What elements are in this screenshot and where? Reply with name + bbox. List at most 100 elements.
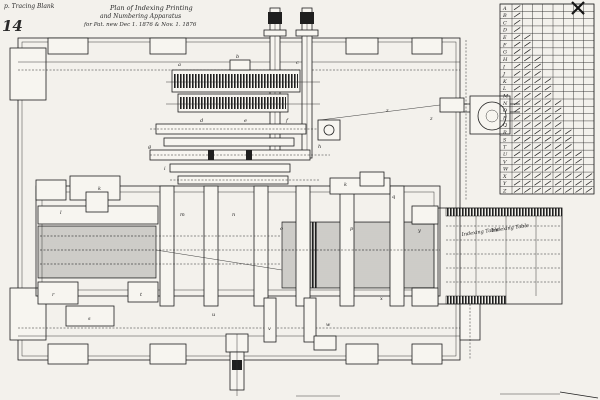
letter-table-mark [513, 85, 521, 91]
letter-table-mark [524, 49, 531, 54]
letter-table-mark [534, 144, 541, 149]
upper-gear-train [166, 59, 320, 113]
letter-table-row-label: Z [502, 189, 507, 195]
frame-lug-top-1 [47, 37, 89, 55]
letter-table-mark [544, 78, 552, 84]
letter-table-row-label: Q [503, 123, 507, 129]
frame-lug-top-3 [345, 37, 379, 55]
svg-text:l: l [60, 210, 62, 216]
letter-table-row-label: L [502, 86, 507, 92]
corner-note: p. Tracing Blank [4, 3, 55, 10]
indexing-table-extension: Indexing Table Indexing Table [411, 205, 563, 360]
letter-table-mark [534, 107, 541, 113]
letter-table-mark [524, 165, 531, 171]
letter-table-mark [565, 151, 572, 157]
letter-table-mark [575, 187, 582, 193]
bottom-edge-marks [296, 391, 599, 399]
letter-table-row-label: K [502, 79, 507, 85]
letter-table-row-label: I [502, 64, 506, 70]
letter-table-mark [565, 180, 572, 186]
letter-table-mark [524, 70, 531, 76]
letter-table-mark [513, 107, 521, 113]
letter-table-row-label: E [502, 35, 507, 41]
letter-table-mark [534, 158, 541, 164]
letter-table-row-label: W [503, 167, 509, 173]
letter-table-row-label: V [503, 159, 508, 165]
letter-table-mark [524, 122, 531, 128]
letter-table-mark [554, 144, 562, 149]
letter-table-mark [565, 144, 572, 149]
letter-table-mark [513, 136, 521, 142]
letter-table-mark [585, 187, 593, 193]
letter-table-mark [554, 136, 562, 142]
svg-text:o: o [280, 226, 283, 232]
frame-lug-bottom-2 [149, 343, 187, 365]
svg-text:t: t [140, 292, 143, 298]
letter-table-mark [534, 100, 541, 106]
svg-text:s: s [88, 316, 91, 322]
svg-text:z: z [385, 108, 389, 114]
letter-table-row-label: Y [503, 181, 507, 187]
letter-table-mark [524, 180, 531, 186]
letter-table-row-label: S [503, 137, 507, 143]
letter-table-mark [554, 100, 562, 106]
letter-table-mark [513, 114, 521, 120]
letter-table-mark [544, 173, 552, 179]
svg-text:k: k [344, 182, 347, 188]
letter-table-mark [513, 5, 521, 11]
letter-table-row-label: O [503, 108, 507, 114]
letter-table-mark [544, 92, 552, 98]
svg-text:h: h [318, 144, 321, 150]
svg-text:f: f [285, 118, 289, 124]
letter-table-mark [544, 165, 552, 171]
svg-text:d: d [200, 118, 203, 124]
letter-table-mark [524, 129, 531, 135]
svg-text:r: r [52, 292, 55, 298]
svg-text:c: c [296, 60, 299, 66]
letter-table-mark [575, 165, 582, 171]
letter-table-mark [554, 151, 562, 157]
title-line-3: for Pat. new Dec 1. 1876 & Nov. 1. 1876 [83, 22, 197, 28]
frame-lug-bottom-3 [345, 343, 379, 365]
letter-table-mark [554, 187, 562, 193]
letter-table-mark [524, 34, 531, 40]
letter-table-mark [554, 158, 562, 164]
letter-table-mark [534, 122, 541, 128]
letter-table-mark [544, 187, 552, 193]
letter-table-mark [513, 34, 521, 40]
letter-table-mark [544, 129, 552, 135]
crank-assembly [317, 40, 520, 200]
letter-table-row-label: G [503, 50, 507, 56]
letter-table-row-label: F [502, 42, 507, 48]
svg-text:a: a [178, 62, 181, 68]
letter-table-mark [534, 129, 541, 135]
letter-table-mark [534, 70, 541, 76]
svg-text:g: g [148, 144, 151, 150]
letter-table-mark [513, 63, 521, 69]
letter-table-mark [554, 165, 562, 171]
svg-text:x: x [380, 296, 383, 302]
letter-table-mark [575, 180, 582, 186]
letter-table-mark [534, 114, 541, 120]
letter-table-mark [524, 187, 531, 193]
title-line-1: Plan of Indexing Printing [109, 4, 193, 12]
letter-table-mark [565, 187, 572, 193]
letter-table-mark [534, 56, 541, 62]
letter-table-mark [554, 114, 562, 120]
letter-table-mark [513, 49, 521, 54]
letter-table-mark [544, 122, 552, 128]
letter-table-mark [524, 144, 531, 149]
drawing-title: Plan of Indexing Printing and Numbering … [83, 4, 197, 28]
svg-text:i: i [164, 166, 166, 172]
letter-table-mark [524, 100, 531, 106]
letter-table-mark [565, 158, 572, 164]
letter-table-mark [554, 122, 562, 128]
letter-table-row-label: C [503, 20, 507, 26]
letter-table-mark [524, 173, 531, 179]
svg-text:m: m [180, 212, 185, 218]
svg-text:n: n [232, 212, 235, 218]
letter-table-mark [534, 85, 541, 91]
letter-table-mark [554, 173, 562, 179]
letter-table-mark [524, 151, 531, 157]
